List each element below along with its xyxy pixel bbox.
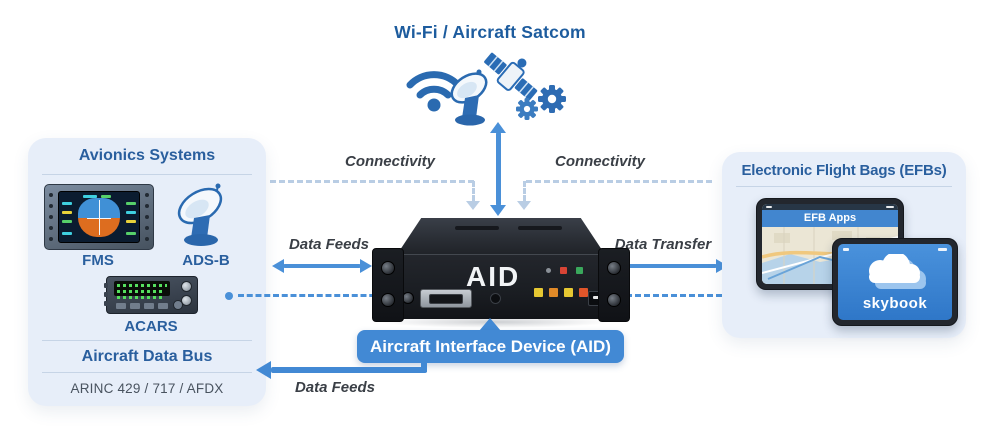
aid-bracket-right [598,248,630,322]
aid-bracket-left [372,248,404,322]
panel-button [490,293,501,304]
badge-pointer [479,318,501,331]
skybook-tablet: skybook [832,238,958,326]
data-bus-protocols: ARINC 429 / 717 / AFDX [70,381,224,396]
data-transfer-label: Data Transfer [614,236,712,253]
data-feeds-label-top: Data Feeds [288,236,370,253]
gears-icon [516,85,566,120]
fms-label: FMS [82,252,114,269]
avionics-title: Avionics Systems [78,147,216,164]
efb-title: Electronic Flight Bags (EFBs) [741,162,947,179]
satellite-icon [484,52,538,101]
aid-device: AID [372,216,630,322]
dsub-connector [420,289,472,308]
divider [42,372,252,373]
cloud-icon [869,254,926,289]
aid-lid [396,218,606,256]
satellite-dish-icon [450,69,488,126]
connectivity-label-left: Connectivity [344,153,435,170]
aid-device-label: AID [466,261,521,292]
avionics-panel: Avionics Systems [28,138,266,406]
divider [42,340,252,341]
efb-apps-banner: EFB Apps [762,210,898,227]
skybook-label: skybook [862,295,928,312]
efb-panel: Electronic Flight Bags (EFBs) EFB Apps [722,152,966,338]
data-feeds-label-bottom: Data Feeds [294,379,376,396]
divider [42,174,252,175]
status-leds-2 [534,288,588,297]
acars-icon [104,276,198,314]
data-bus-title: Aircraft Data Bus [81,348,213,365]
acars-label: ACARS [124,318,178,335]
fms-icon [44,184,154,250]
adsb-icon [177,183,223,246]
adsb-label: ADS-B [182,252,230,269]
aid-badge: Aircraft Interface Device (AID) [357,330,624,363]
status-leds [546,267,583,274]
aid-front-panel: AID [378,254,624,319]
wifi-icon [406,71,462,112]
connectivity-label-right: Connectivity [554,153,645,170]
efb-dashed-line [608,294,758,297]
satcom-title: Wi-Fi / Aircraft Satcom [394,22,586,42]
divider [736,186,952,187]
